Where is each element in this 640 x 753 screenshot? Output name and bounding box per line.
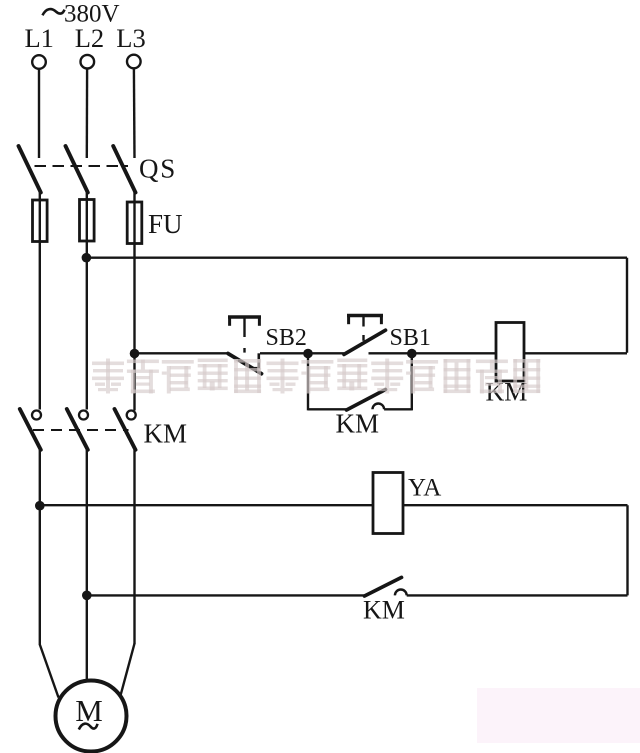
svg-text:SB2: SB2 xyxy=(266,325,307,351)
svg-text:FU: FU xyxy=(148,209,183,239)
svg-text:QS: QS xyxy=(139,154,177,184)
svg-text:L1: L1 xyxy=(25,23,54,53)
svg-text:L2: L2 xyxy=(75,23,104,53)
svg-text:SB1: SB1 xyxy=(390,325,431,351)
svg-text:KM: KM xyxy=(336,409,380,439)
svg-text:KM: KM xyxy=(144,419,188,449)
svg-text:380V: 380V xyxy=(64,1,120,28)
svg-text:M: M xyxy=(75,693,103,728)
svg-text:KM: KM xyxy=(363,596,405,625)
svg-text:L3: L3 xyxy=(116,23,145,53)
svg-text:YA: YA xyxy=(408,475,441,502)
